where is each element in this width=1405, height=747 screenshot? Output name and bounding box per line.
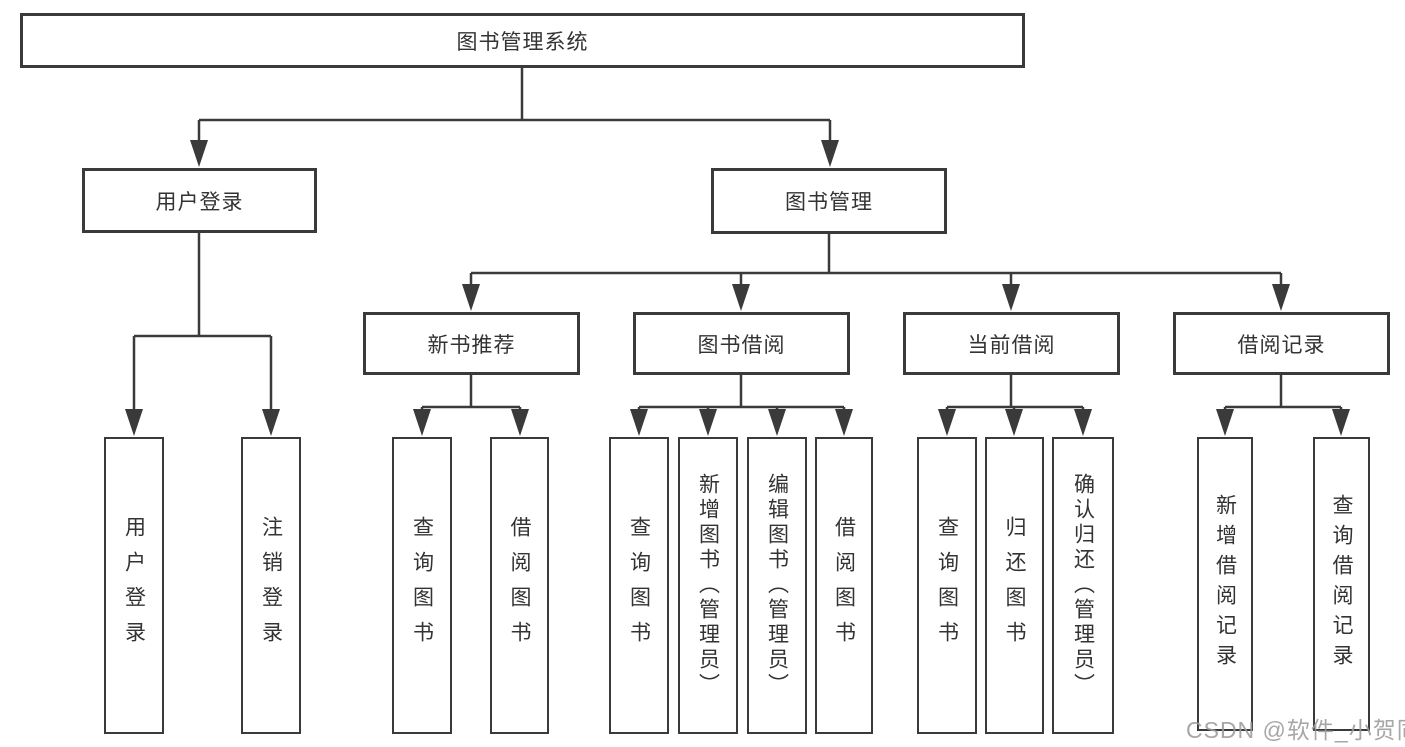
leaf-logout: 注销登录 xyxy=(241,437,301,734)
node-new-book-recommend: 新书推荐 xyxy=(363,312,580,375)
leaf-query-books-current-label: 查询图书 xyxy=(935,515,959,656)
node-current-borrowing-label: 当前借阅 xyxy=(967,333,1056,357)
node-book-management: 图书管理 xyxy=(711,168,947,234)
leaf-add-borrow-record: 新增借阅记录 xyxy=(1197,437,1253,731)
leaf-return-books-label: 归还图书 xyxy=(1003,515,1026,656)
node-current-borrowing: 当前借阅 xyxy=(903,312,1120,375)
leaf-query-books-current: 查询图书 xyxy=(917,437,977,734)
leaf-add-books-admin-label: 新增图书（管理员） xyxy=(696,473,720,698)
node-book-borrowing: 图书借阅 xyxy=(633,312,850,375)
leaf-query-books-borrow-label: 查询图书 xyxy=(627,515,651,656)
leaf-edit-books-admin: 编辑图书（管理员） xyxy=(747,437,807,734)
node-user-login: 用户登录 xyxy=(82,168,317,233)
leaf-borrow-books-recommend-label: 借阅图书 xyxy=(508,515,531,656)
arrowheads xyxy=(125,140,1350,436)
watermark: CSDN @软件_小贺同学 xyxy=(1186,717,1405,743)
node-borrow-records: 借阅记录 xyxy=(1173,312,1390,375)
leaf-query-books-borrow: 查询图书 xyxy=(609,437,669,734)
leaf-borrow-books-recommend: 借阅图书 xyxy=(490,437,549,734)
leaf-borrow-books-label: 借阅图书 xyxy=(832,515,856,656)
leaf-borrow-books: 借阅图书 xyxy=(815,437,873,734)
leaf-edit-books-admin-label: 编辑图书（管理员） xyxy=(765,473,789,698)
leaf-query-borrow-record-label: 查询借阅记录 xyxy=(1330,494,1353,674)
node-book-borrowing-label: 图书借阅 xyxy=(697,333,786,357)
node-root-label: 图书管理系统 xyxy=(456,30,589,54)
node-new-book-recommend-label: 新书推荐 xyxy=(427,333,516,357)
leaf-logout-label: 注销登录 xyxy=(259,515,283,656)
node-user-login-label: 用户登录 xyxy=(155,190,244,214)
node-book-management-label: 图书管理 xyxy=(785,191,873,214)
leaf-return-books: 归还图书 xyxy=(985,437,1044,734)
leaf-confirm-return-admin: 确认归还（管理员） xyxy=(1052,437,1114,734)
leaf-user-login-label: 用户登录 xyxy=(122,515,146,656)
node-root: 图书管理系统 xyxy=(20,13,1025,68)
leaf-add-borrow-record-label: 新增借阅记录 xyxy=(1213,494,1237,674)
leaf-add-books-admin: 新增图书（管理员） xyxy=(678,437,738,734)
leaf-query-books-recommend-label: 查询图书 xyxy=(410,515,434,656)
tree-edges xyxy=(132,68,1343,412)
leaf-confirm-return-admin-label: 确认归还（管理员） xyxy=(1071,473,1095,698)
node-borrow-records-label: 借阅记录 xyxy=(1237,333,1326,357)
leaf-query-borrow-record: 查询借阅记录 xyxy=(1313,437,1370,731)
leaf-user-login: 用户登录 xyxy=(104,437,164,734)
leaf-query-books-recommend: 查询图书 xyxy=(392,437,452,734)
